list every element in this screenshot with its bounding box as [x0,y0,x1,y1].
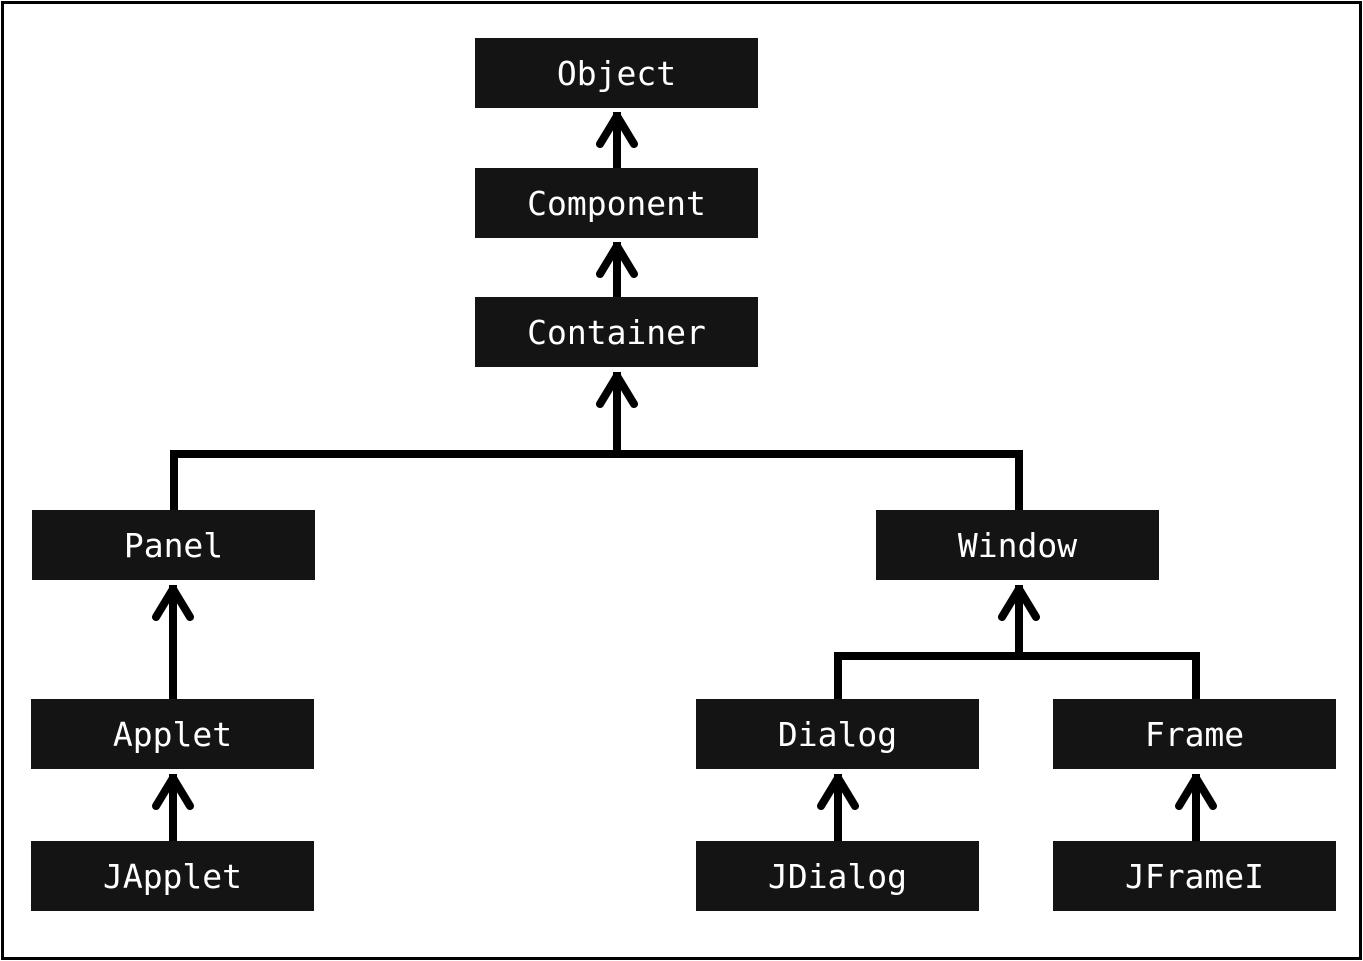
node-jdialog: JDialog [696,841,979,911]
arrowhead-object [596,112,638,148]
node-component: Component [475,168,758,238]
edge-branch-container [170,450,1023,510]
node-object: Object [475,38,758,108]
arrowhead-applet [152,774,194,810]
node-frame: Frame [1053,699,1336,769]
arrowhead-container [596,372,638,408]
node-container: Container [475,297,758,367]
node-jframe: JFrameI [1053,841,1336,911]
arrowhead-frame [1175,774,1217,810]
arrowhead-dialog [817,774,859,810]
arrowhead-component [596,242,638,278]
edge-branch-window [834,652,1200,699]
node-panel: Panel [32,510,315,580]
node-applet: Applet [31,699,314,769]
node-window: Window [876,510,1159,580]
arrowhead-panel [152,585,194,621]
arrowhead-window [998,585,1040,621]
node-dialog: Dialog [696,699,979,769]
node-japplet: JApplet [31,841,314,911]
